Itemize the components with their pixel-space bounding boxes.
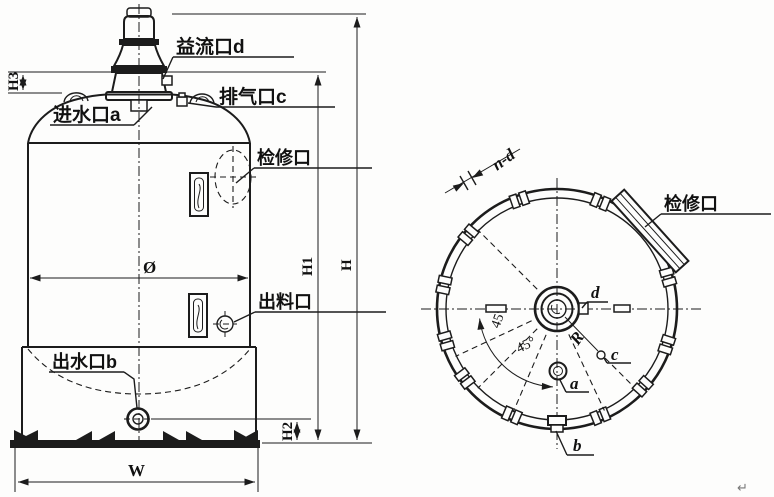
overflow-nozzle-d xyxy=(161,75,173,86)
angle-label-right: 45° xyxy=(514,335,538,357)
lifting-lug-right xyxy=(189,93,215,104)
label-c: c xyxy=(611,345,619,364)
label-r: R xyxy=(565,328,588,349)
label-manhole-front: 检修口 xyxy=(257,147,311,168)
lifting-lug-left-inner xyxy=(69,95,84,102)
angle-arc xyxy=(477,318,553,390)
label-overflow-port: 益流口d xyxy=(176,35,245,58)
dim-w: W xyxy=(128,461,145,480)
radius-line xyxy=(564,316,599,352)
label-inlet-port: 进水口a xyxy=(53,104,121,126)
front-view: H3 H1 H H2 W Ø 益流口d 排气口c 进水口a 检修口 出料口 出水… xyxy=(6,4,386,492)
discharge-nozzle xyxy=(213,311,237,337)
sight-glass-lower xyxy=(188,293,208,338)
sight-glass-upper xyxy=(189,172,209,217)
nozzle-b-plan-outer xyxy=(550,424,564,433)
front-callouts: 益流口d 排气口c 进水口a 检修口 出料口 出水口b xyxy=(49,35,386,409)
label-vent-port: 排气口c xyxy=(219,85,287,108)
plan-centerlines xyxy=(421,178,702,449)
bolt-note: n-d xyxy=(444,145,521,194)
dim-h1: H1 xyxy=(300,257,316,276)
motor-body xyxy=(123,15,155,40)
label-discharge-port: 出料口 xyxy=(258,291,312,312)
manhole-projection xyxy=(210,146,256,208)
dim-h: H xyxy=(339,259,355,271)
hole-c-plan xyxy=(596,350,606,360)
base-plate xyxy=(10,430,260,448)
label-manhole-plan: 检修口 xyxy=(664,193,718,214)
lifting-lug-right-inner xyxy=(195,96,210,103)
label-a: a xyxy=(570,374,579,393)
port-left xyxy=(485,304,507,313)
manhole-hatch xyxy=(610,188,690,274)
dished-bottom-hidden xyxy=(27,348,251,395)
label-b: b xyxy=(573,436,582,455)
dim-diameter: Ø xyxy=(143,258,156,277)
dim-h2: H2 xyxy=(280,422,296,441)
motor-flange-lower xyxy=(111,66,167,73)
label-outlet-port: 出水口b xyxy=(52,351,117,372)
plan-view: 45° 45° d R c a b xyxy=(421,145,771,456)
label-d: d xyxy=(591,283,600,302)
paragraph-mark-artifact: ↵ xyxy=(737,480,748,495)
rim-lugs xyxy=(434,189,678,427)
nozzle-b-plan xyxy=(547,415,567,426)
outlet-nozzle-b xyxy=(124,407,152,431)
port-right xyxy=(613,304,631,313)
nozzle-a-plan xyxy=(548,361,568,381)
dim-h3: H3 xyxy=(6,72,22,91)
vent-nozzle-c xyxy=(176,96,188,107)
lifting-lug-left xyxy=(63,92,89,103)
label-n-d: n-d xyxy=(488,145,519,175)
nozzle-d-plan xyxy=(578,302,589,315)
dimension-lines xyxy=(8,13,372,492)
vent-nozzle-c-cap xyxy=(178,92,186,98)
